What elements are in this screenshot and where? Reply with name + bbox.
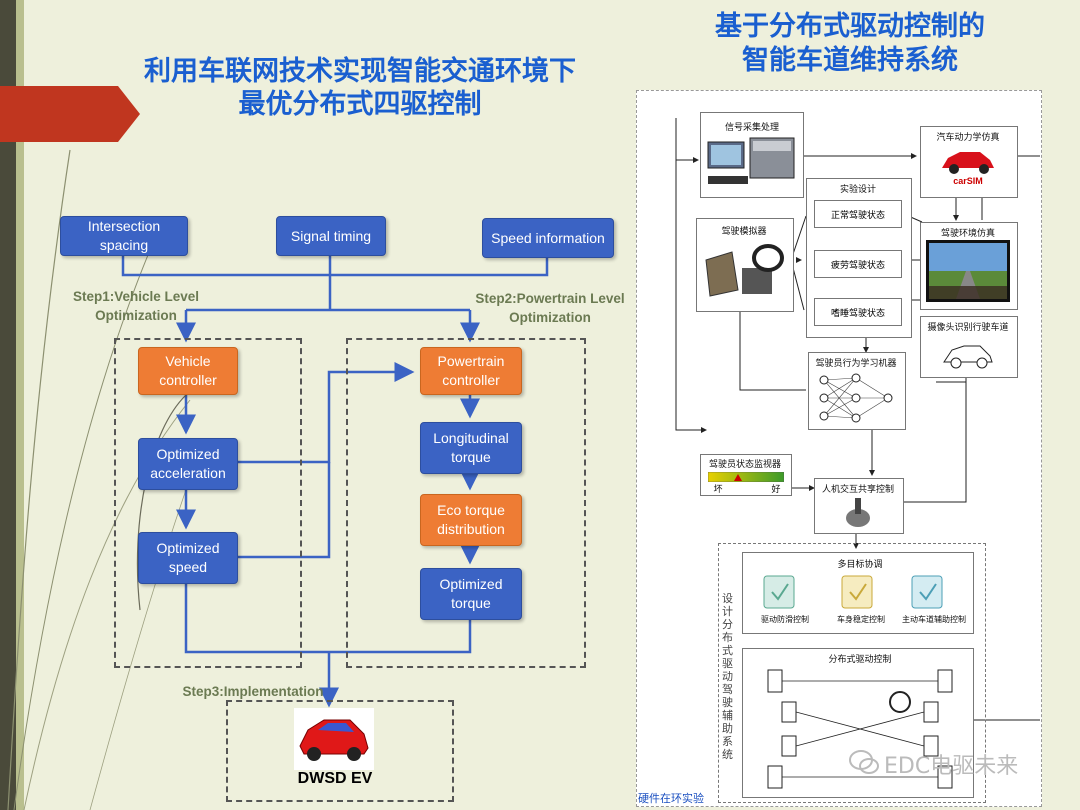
optimized-acceleration-box: Optimized acceleration (138, 438, 238, 490)
learning-machine-label: 驾驶员行为学习机器 (815, 359, 897, 369)
assist-system-region (718, 543, 986, 803)
environment-sim-label: 驾驶环境仿真 (940, 229, 995, 239)
wechat-icon (849, 750, 879, 774)
drowsy-state-box: 嗜睡驾驶状态 (814, 298, 902, 326)
speed-information-box: Speed information (482, 218, 614, 258)
powertrain-controller-box: Powertrain controller (420, 347, 522, 395)
normal-state-box: 正常驾驶状态 (814, 200, 902, 228)
watermark-text: EDC电驱未来 (884, 754, 1019, 779)
chassis-diagram (767, 669, 953, 789)
stability-control-label: 车身稳定控制 (837, 615, 885, 624)
system-connectors (675, 118, 1040, 721)
vehicle-controller-box: Vehicle controller (138, 347, 238, 395)
step1-region (114, 338, 302, 668)
left-title-line2: 最优分布式四驱控制 (238, 89, 482, 120)
intersection-spacing-box: Intersection spacing (60, 216, 188, 256)
multi-objective-label: 多目标协调 (837, 560, 883, 570)
camera-label: 摄像头识别行驶车道 (927, 323, 1009, 333)
neural-network-icon (819, 373, 893, 423)
road-screen-icon (926, 240, 1010, 302)
vehicle-dynamics-label: 汽车动力学仿真 (936, 133, 1000, 143)
optimized-speed-box: Optimized speed (138, 532, 238, 584)
driving-simulator-icon (705, 244, 784, 297)
step1-label: Step1:Vehicle Level Optimization (72, 289, 200, 323)
car-icon (294, 708, 374, 770)
right-title-line1: 基于分布式驱动控制的 (715, 11, 985, 42)
carsim-logo-text: carSIM (953, 176, 983, 186)
car-outline-icon (943, 345, 993, 369)
step2-region (346, 338, 586, 668)
step3-label: Step3:Implementation (182, 684, 324, 699)
lane-assist-label: 主动车道辅助控制 (902, 615, 966, 624)
state-gauge (708, 472, 784, 482)
longitudinal-torque-box: Longitudinal torque (420, 422, 522, 474)
optimized-torque-box: Optimized torque (420, 568, 522, 620)
vertical-system-label: 设计分布式驱动驾驶辅助系统 (722, 592, 733, 761)
step3-region (226, 700, 454, 802)
signal-acquisition-label: 信号采集处理 (724, 123, 779, 133)
traction-control-label: 驱动防滑控制 (761, 615, 809, 624)
gauge-good-label: 好 (771, 485, 781, 495)
gauge-bad-label: 坏 (713, 485, 723, 495)
right-title-line2: 智能车道维持系统 (742, 45, 958, 76)
eco-torque-box: Eco torque distribution (420, 494, 522, 546)
step2-label: Step2:Powertrain Level Optimization (475, 291, 625, 325)
left-title-line1: 利用车联网技术实现智能交通环境下 (144, 56, 576, 87)
shield-icons (763, 575, 943, 609)
simulator-label: 驾驶模拟器 (721, 227, 767, 237)
distributed-drive-label: 分布式驱动控制 (828, 655, 892, 665)
signal-timing-box: Signal timing (276, 216, 386, 256)
daq-hardware-icon (707, 137, 795, 184)
hand-joystick-icon (846, 498, 870, 527)
experiment-design-label: 实验设计 (839, 185, 876, 195)
camera-block (920, 316, 1018, 378)
flow-connectors (121, 254, 549, 708)
driver-monitor-label: 驾驶员状态监视器 (708, 460, 781, 470)
red-car-icon (942, 152, 994, 174)
dwsd-ev-label: DWSD EV (297, 770, 373, 787)
hil-label: 硬件在环实验 (638, 792, 704, 805)
shared-control-label: 人机交互共享控制 (821, 485, 894, 495)
fatigue-state-box: 疲劳驾驶状态 (814, 250, 902, 278)
